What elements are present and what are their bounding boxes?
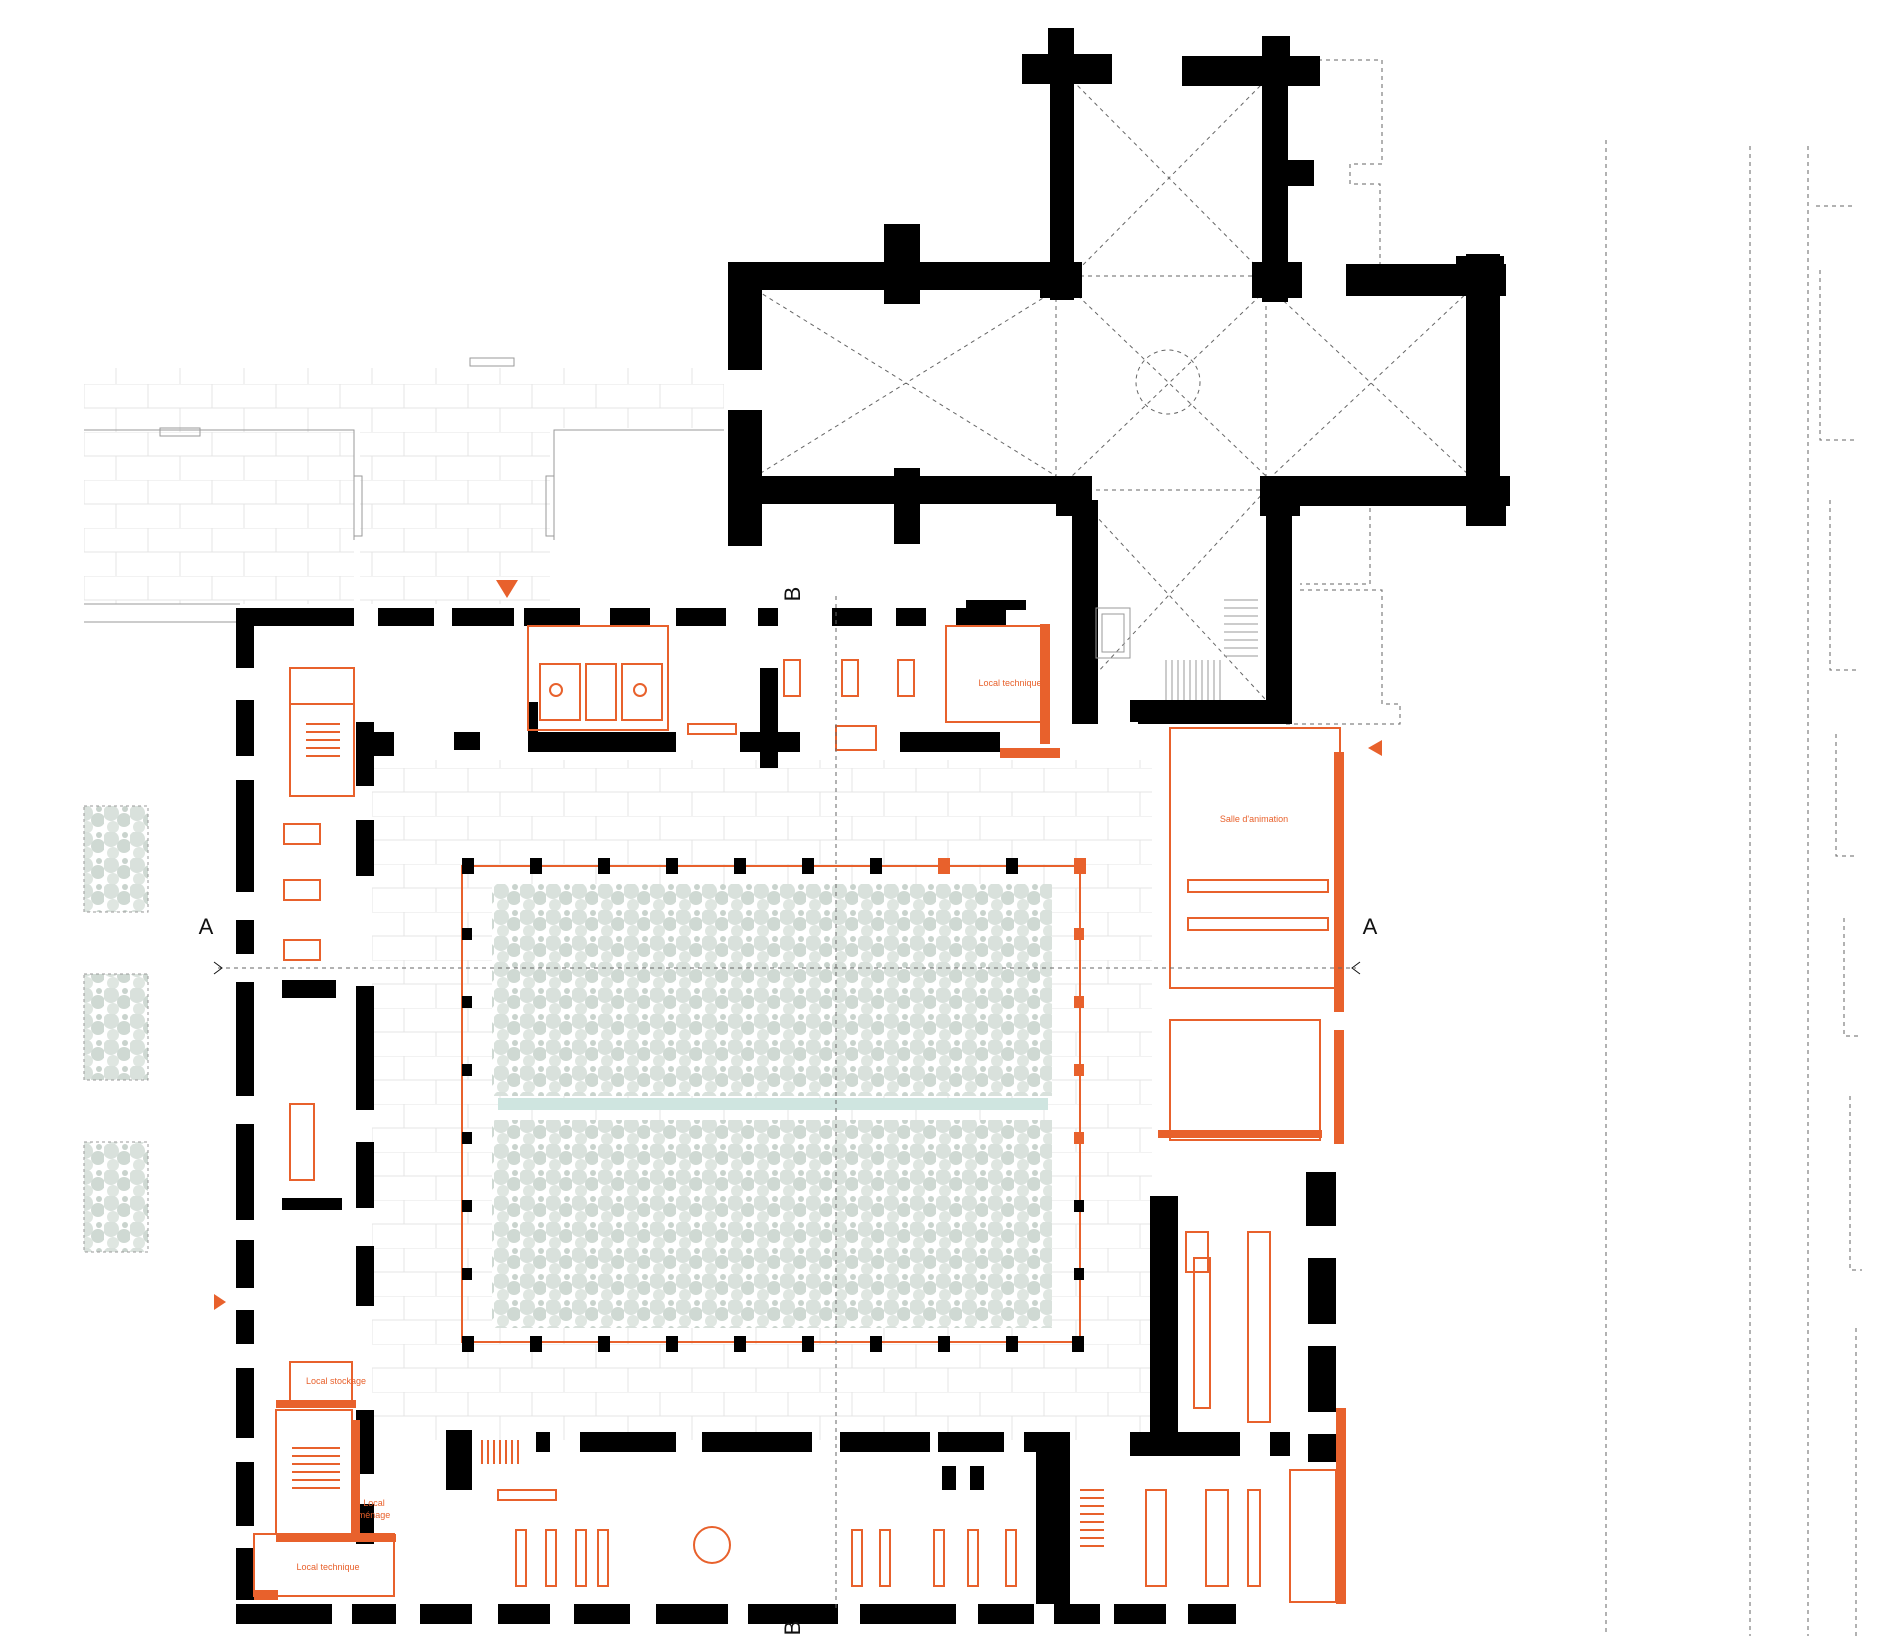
cloister-piers	[462, 858, 1084, 1352]
cloister-piers-new	[938, 858, 1086, 1144]
room-label-local-menage-1: Local	[363, 1498, 385, 1508]
west-forecourt	[84, 357, 724, 623]
courtyard-garden	[461, 865, 1081, 1343]
south-stair	[481, 1440, 1104, 1547]
southwest-stair	[292, 1447, 340, 1489]
section-a-right: A	[1363, 914, 1378, 939]
monastery-walls	[236, 600, 1336, 1624]
section-lines	[213, 596, 1361, 1612]
room-label-local-technique-north: Local technique	[978, 678, 1041, 688]
water-channel	[498, 1098, 1048, 1110]
west-stair	[306, 723, 340, 757]
section-a-left: A	[199, 914, 214, 939]
new-interventions	[253, 624, 1346, 1604]
room-label-salle-animation: Salle d'animation	[1220, 814, 1288, 824]
parking-lines	[1605, 140, 1862, 1636]
section-b-bottom: B	[780, 1621, 805, 1636]
room-label-local-technique-south: Local technique	[296, 1562, 359, 1572]
entrance-arrows	[214, 580, 1382, 1310]
room-label-local-menage-2: ménage	[358, 1510, 391, 1520]
church	[728, 28, 1510, 725]
room-label-local-stockage: Local stockage	[306, 1376, 366, 1386]
church-vaults	[755, 79, 1471, 701]
west-gardens	[83, 805, 149, 1253]
section-b-top: B	[780, 587, 805, 602]
church-stair	[1165, 599, 1258, 700]
